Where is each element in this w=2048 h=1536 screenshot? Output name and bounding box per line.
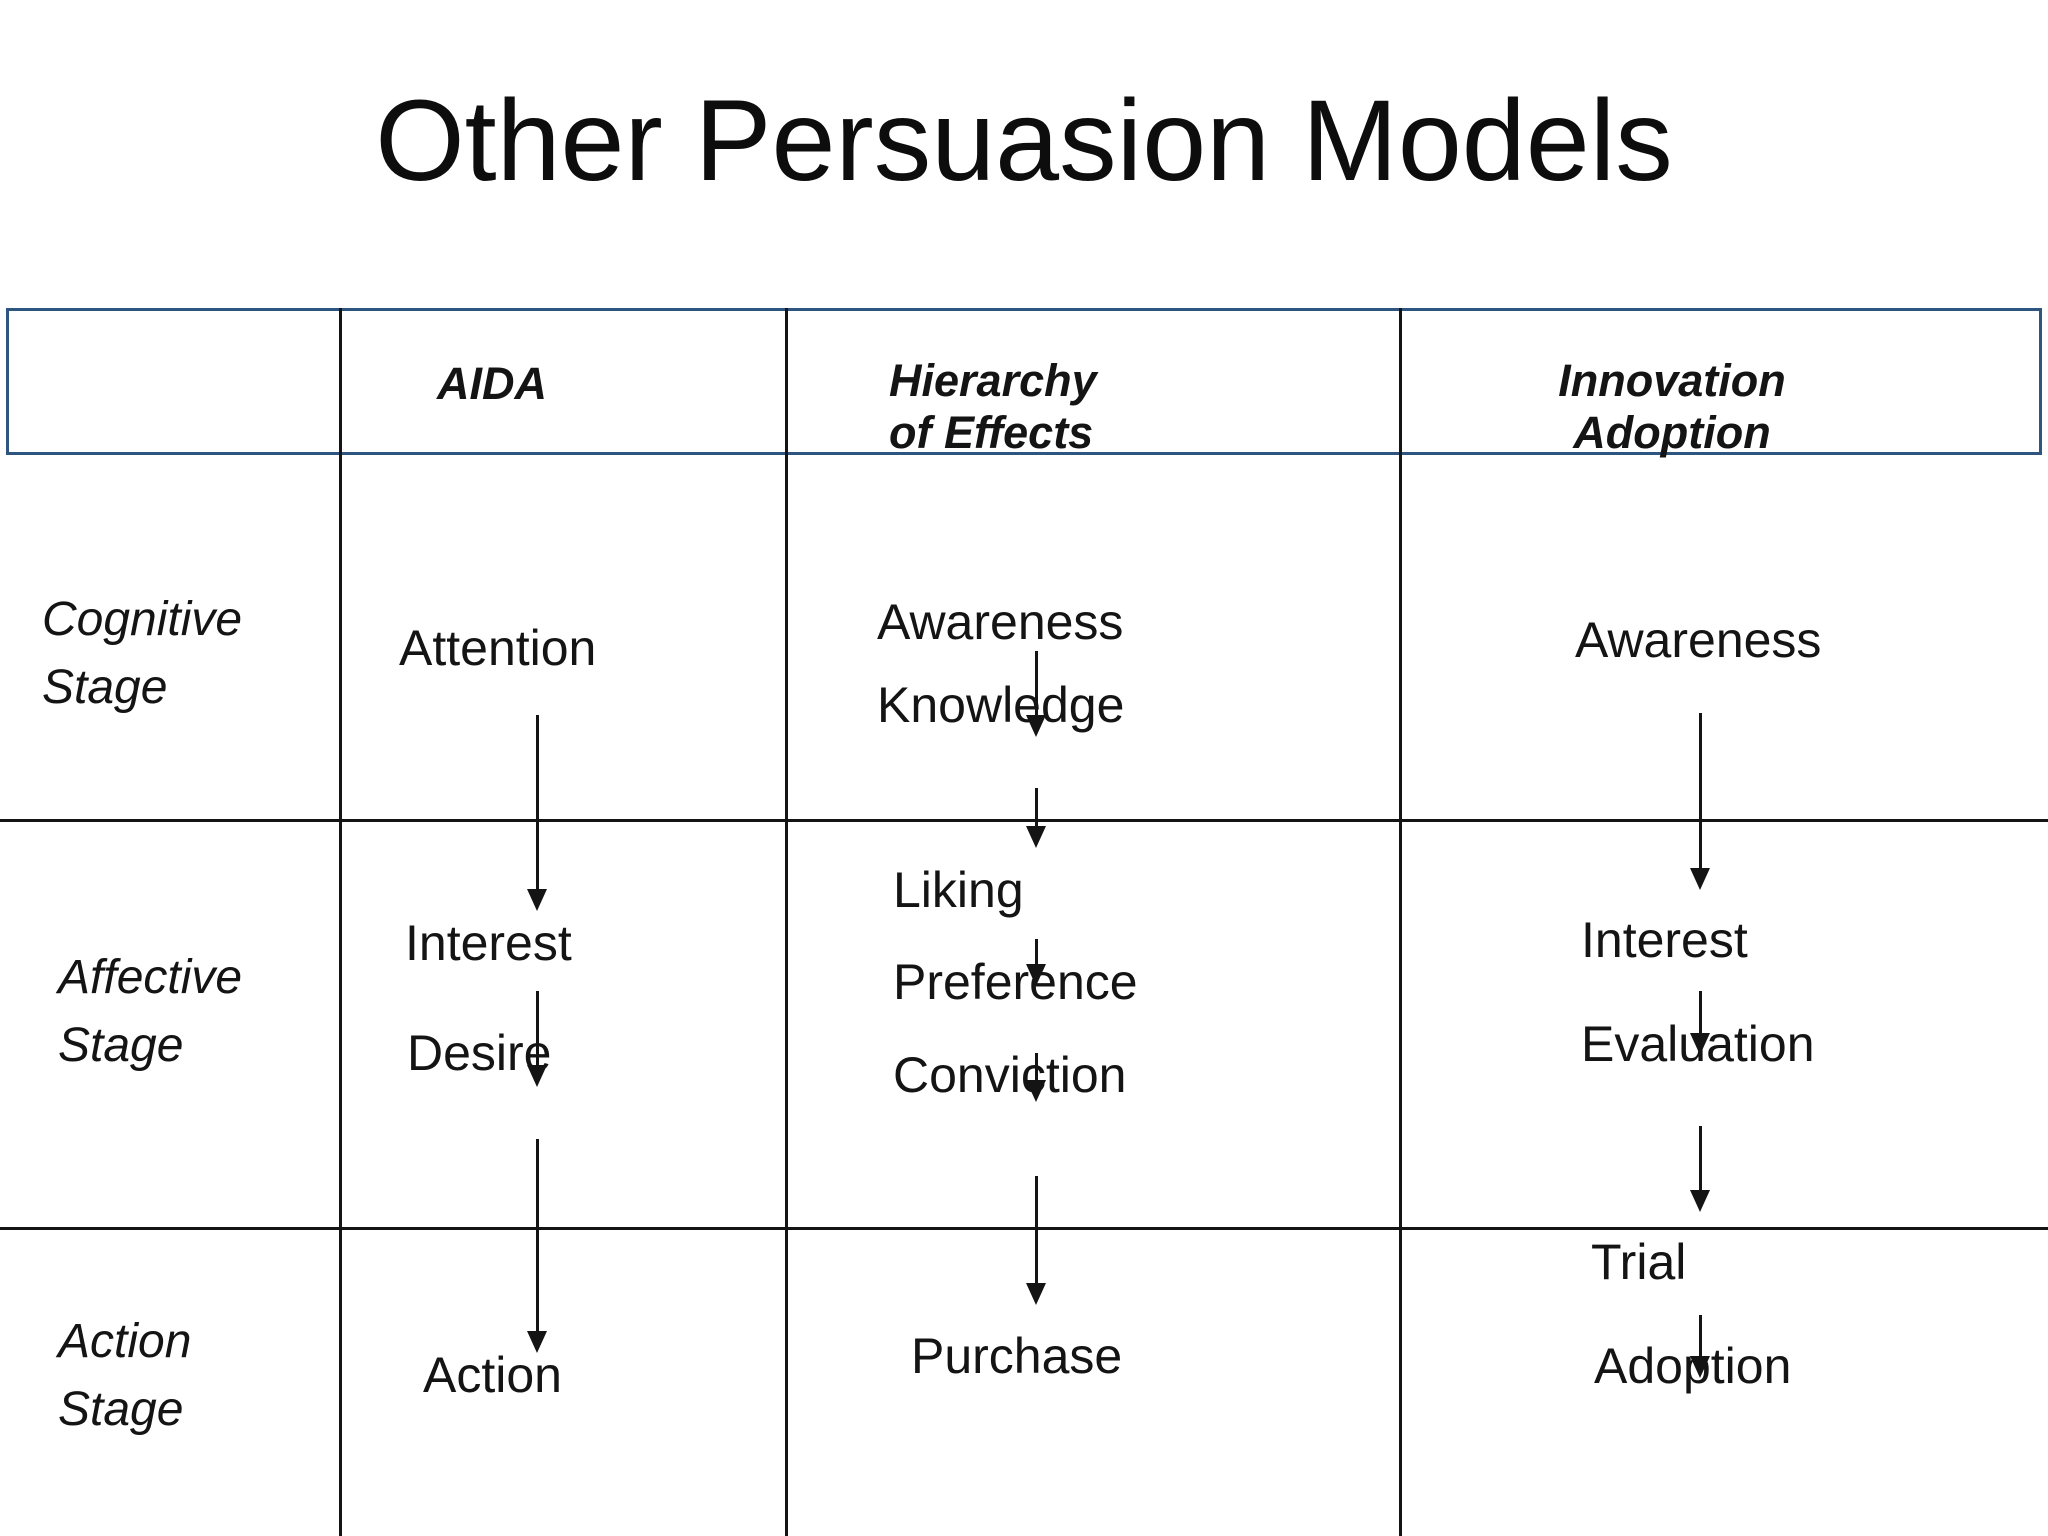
stage-innovation-awareness: Awareness: [1575, 612, 1822, 668]
column-header-innovation-adoption: Innovation Adoption: [1558, 355, 1786, 458]
table-row-divider-2: [0, 1227, 2048, 1230]
stage-innovation-interest: Interest: [1581, 912, 1748, 968]
arrow-shaft: [535, 1139, 539, 1337]
arrow-awareness-to-knowledge: [1026, 651, 1046, 737]
arrow-head-icon: [1690, 1356, 1710, 1378]
arrow-head-icon: [527, 889, 547, 911]
arrow-shaft: [1698, 991, 1702, 1039]
arrow-shaft: [1034, 788, 1038, 832]
page-title: Other Persuasion Models: [375, 77, 1673, 205]
arrow-shaft: [1698, 1315, 1702, 1362]
table-header-border: [6, 308, 2042, 455]
arrow-attention-to-interest: [527, 715, 547, 911]
stage-hierarchy-purchase: Purchase: [911, 1328, 1123, 1384]
arrow-trial-to-adoption: [1690, 1315, 1710, 1378]
arrow-shaft: [1034, 939, 1038, 970]
arrow-liking-to-preference: [1026, 939, 1046, 986]
stage-innovation-trial: Trial: [1591, 1234, 1687, 1290]
table-column-divider-2: [785, 308, 788, 1536]
arrow-head-icon: [1026, 964, 1046, 986]
arrow-shaft: [1698, 713, 1702, 874]
arrow-interest-to-evaluation: [1690, 991, 1710, 1055]
stage-aida-interest: Interest: [405, 915, 572, 971]
stage-hierarchy-conviction: Conviction: [893, 1047, 1127, 1103]
stage-aida-attention: Attention: [399, 620, 597, 676]
arrow-head-icon: [1690, 1033, 1710, 1055]
table-column-divider-3: [1399, 308, 1402, 1536]
stage-hierarchy-preference: Preference: [893, 954, 1138, 1010]
row-header-action-stage: Action Stage: [58, 1315, 192, 1436]
arrow-head-icon: [1026, 1283, 1046, 1305]
stage-hierarchy-awareness: Awareness: [877, 594, 1124, 650]
arrow-head-icon: [527, 1065, 547, 1087]
arrow-shaft: [1034, 1176, 1038, 1289]
arrow-head-icon: [1690, 868, 1710, 890]
stage-hierarchy-knowledge: Knowledge: [877, 677, 1125, 733]
column-header-aida: AIDA: [437, 358, 547, 409]
row-header-cognitive-stage: Cognitive Stage: [42, 593, 243, 714]
arrow-head-icon: [1026, 826, 1046, 848]
table-row-divider-1: [0, 819, 2048, 822]
arrow-head-icon: [1690, 1190, 1710, 1212]
arrow-interest-to-desire: [527, 991, 547, 1087]
arrow-evaluation-to-trial: [1690, 1126, 1710, 1212]
table-column-divider-1: [339, 308, 342, 1536]
stage-hierarchy-liking: Liking: [893, 862, 1024, 918]
arrow-shaft: [535, 991, 539, 1071]
arrow-shaft: [1034, 1053, 1038, 1086]
arrow-head-icon: [1026, 1080, 1046, 1102]
arrow-conviction-to-purchase: [1026, 1176, 1046, 1305]
arrow-head-icon: [527, 1331, 547, 1353]
arrow-head-icon: [1026, 715, 1046, 737]
arrow-shaft: [1034, 651, 1038, 721]
stage-aida-action: Action: [423, 1347, 562, 1403]
arrow-preference-to-conviction: [1026, 1053, 1046, 1102]
arrow-shaft: [1698, 1126, 1702, 1196]
arrow-shaft: [535, 715, 539, 895]
arrow-knowledge-to-liking: [1026, 788, 1046, 848]
column-header-hierarchy-of-effects: Hierarchy of Effects: [889, 355, 1097, 458]
arrow-awareness-to-interest: [1690, 713, 1710, 890]
row-header-affective-stage: Affective Stage: [58, 951, 243, 1072]
arrow-desire-to-action: [527, 1139, 547, 1353]
